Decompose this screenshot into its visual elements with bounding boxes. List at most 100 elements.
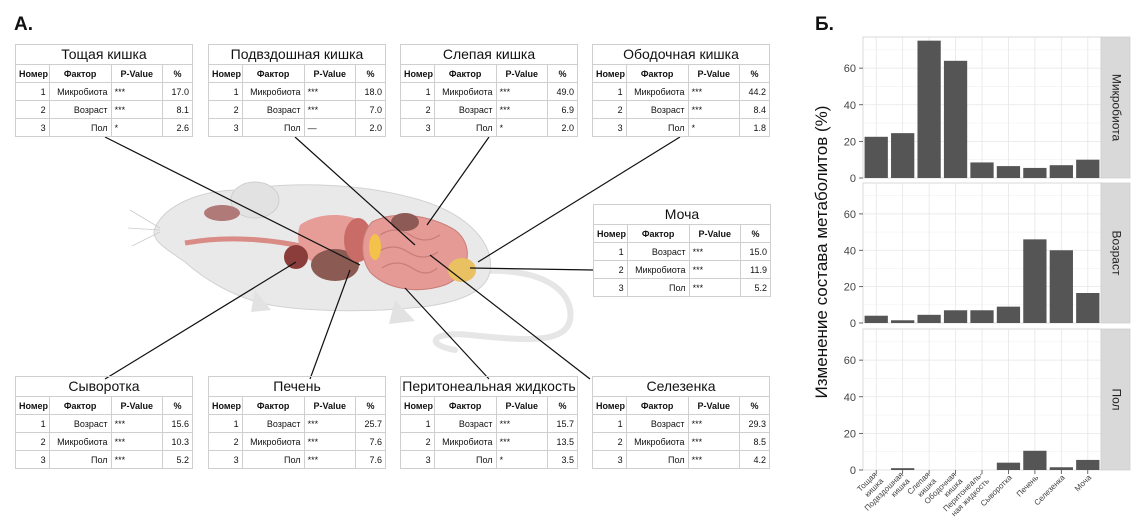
table-title: Моча [593, 204, 771, 224]
table-cell: 3 [400, 450, 435, 469]
y-tick-label: 0 [850, 173, 856, 185]
leader-line-peritoneal [404, 287, 490, 380]
mouse-cecum [391, 213, 419, 231]
leader-line-urine [469, 267, 594, 271]
leader-line-jejunum [104, 136, 361, 266]
table-cell: — [303, 118, 356, 137]
facet-strip [1100, 182, 1131, 324]
table-title: Перитонеальная жидкость [400, 376, 578, 396]
bar-1-6 [1023, 239, 1047, 323]
bar-1-8 [1076, 293, 1100, 323]
table-cell: 2.0 [546, 118, 579, 137]
bar-0-8 [1076, 159, 1100, 178]
table-cell: 11.9 [739, 260, 772, 279]
facet-strip-label: Пол [1109, 388, 1123, 410]
table-cell: Пол [48, 118, 112, 137]
bar-1-3 [943, 310, 968, 323]
table-title: Слепая кишка [400, 44, 578, 64]
bar-1-5 [996, 306, 1021, 323]
table-cell: 2.6 [161, 118, 194, 137]
mouse-whiskers [127, 209, 161, 247]
bar-2-8 [1076, 459, 1100, 470]
table-cell: Пол [625, 118, 689, 137]
mouse-brain [204, 205, 240, 221]
table-cell: 7.6 [354, 450, 387, 469]
table-cell: *** [688, 278, 741, 297]
table-cell: * [687, 118, 740, 137]
table-header-cell: % [354, 64, 387, 83]
bar-1-4 [970, 310, 994, 323]
table-cell: Пол [626, 278, 690, 297]
x-tick-label: Моча [1073, 473, 1094, 494]
facet-strip-label: Возраст [1109, 231, 1123, 276]
bar-0-5 [996, 166, 1021, 178]
bar-2-7 [1049, 467, 1073, 470]
table-cell: * [110, 118, 163, 137]
mouse-illustration [104, 136, 681, 380]
bar-2-6 [1023, 450, 1047, 470]
leader-line-ileum [294, 136, 416, 246]
x-tick-label: Печень [1015, 473, 1041, 499]
y-tick-label: 20 [844, 428, 856, 440]
bar-0-3 [943, 60, 968, 179]
y-tick-label: 0 [850, 318, 856, 330]
table-cell: 15.6 [161, 414, 194, 433]
table-cell: *** [110, 450, 163, 469]
mouse-pancreas [369, 234, 381, 260]
table-cell: 5.2 [161, 450, 194, 469]
bar-0-0 [864, 136, 888, 178]
leader-line-spleen [429, 254, 591, 380]
bar-0-1 [891, 133, 915, 178]
y-tick-label: 60 [844, 355, 856, 367]
table-cell: 2.0 [354, 118, 387, 137]
table-cell: 4.2 [738, 450, 771, 469]
table-cell: *** [687, 432, 740, 451]
table-title: Ободочная кишка [592, 44, 770, 64]
y-axis-title: Изменение состава метаболитов (%) [812, 106, 831, 399]
bar-0-6 [1023, 167, 1047, 178]
bar-0-7 [1049, 165, 1073, 178]
y-tick-label: 40 [844, 392, 856, 404]
table-cell: *** [303, 450, 356, 469]
leader-line-serum [104, 261, 297, 380]
table-title: Подвздошная кишка [208, 44, 386, 64]
facet-strip [1100, 328, 1131, 471]
table-cell: 7.6 [354, 432, 387, 451]
table-cell: * [495, 450, 548, 469]
y-tick-label: 20 [844, 282, 856, 294]
bar-2-5 [996, 462, 1021, 470]
mouse-tail [432, 267, 574, 353]
y-tick-label: 40 [844, 100, 856, 112]
table-cell: Пол [433, 118, 497, 137]
table-cell: * [495, 118, 548, 137]
table-title: Сыворотка [15, 376, 193, 396]
leader-line-cecum [426, 136, 490, 226]
facet-strip-label: Микробиота [1109, 74, 1123, 142]
